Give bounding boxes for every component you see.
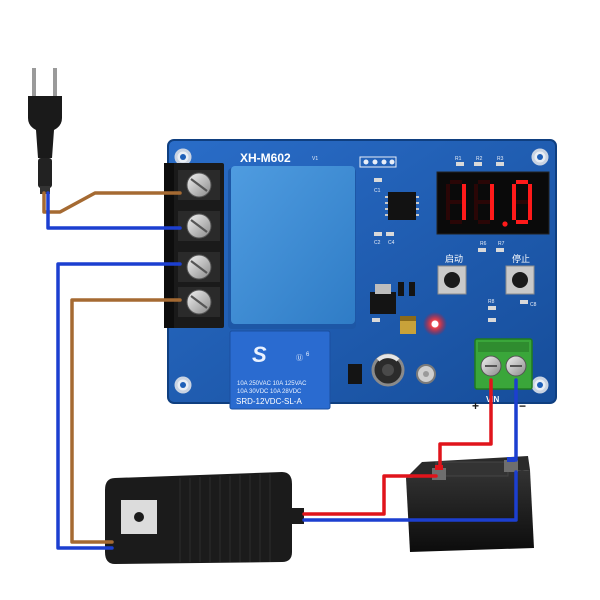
label-c2: C2 [374,240,381,246]
battery-negative-terminal [504,457,518,472]
display-digit-1-segment-g [450,200,462,204]
display-digit-1-segment-c [462,202,466,220]
display-digit-2-segment-d [478,220,490,224]
electrolytic-capacitor-large [371,353,405,387]
terminal-plus-label: + [472,399,479,413]
wire-brown-adapter [70,298,182,544]
wire-blue-adapter-out [302,470,518,522]
display-digit-3-segment-e [512,202,516,220]
screw-terminal-block [164,163,224,328]
terminal-minus-label: − [519,399,526,413]
wire-blue-plug [46,191,182,230]
display-digit-1-segment-f [446,184,450,202]
terminal-screw-1 [178,170,220,200]
wires [42,191,518,550]
display-digit-3-segment-c [528,202,532,220]
ic-chip [385,192,419,220]
wire-red-adapter [302,474,438,516]
wire-blue-adapter [56,262,182,550]
pcb-board: XH-M602 V1 R1 R2 R3 [164,139,557,410]
label-r3: R3 [497,156,504,162]
svg-text:Ⓤ: Ⓤ [296,354,303,362]
smd-components [372,162,528,322]
relay: S 10A 250VAC 10A 125VAC 10A 30VDC 10A 28… [229,330,331,410]
display-digit-2-segment-g [478,200,490,204]
terminal-screw-4 [178,287,220,317]
battery-icon [406,456,534,552]
label-r6: R6 [480,241,487,247]
display-digit-1-segment-e [446,202,450,220]
start-button[interactable] [437,265,467,295]
display-digit-1-segment-a [450,180,462,184]
display-digit-3-segment-b [528,184,532,202]
relay-rating-line2: 10A 30VDC 10A 28VDC [237,389,302,395]
display-digit-3-segment-g [516,200,528,204]
label-r2: R2 [476,156,483,162]
terminal-vin-label: VIN [486,395,500,404]
label-r7: R7 [498,241,505,247]
label-c4: C4 [388,240,395,246]
relay-model: SRD-12VDC-SL-A [236,397,302,406]
wire-brown-plug [42,191,182,214]
board-model-label: XH-M602 [240,151,291,165]
input-terminal [474,338,533,390]
stop-button[interactable] [505,265,535,295]
relay-brand-logo: S [252,342,267,367]
display-digit-2-segment-b [490,184,494,202]
decimal-point [502,221,508,227]
label-c1: C1 [374,188,381,194]
status-led [423,312,447,336]
label-r1: R1 [455,156,462,162]
display-digit-3-segment-a [516,180,528,184]
display-digit-2-segment-f [474,184,478,202]
terminal-screw-2 [178,211,220,241]
transistor [348,364,362,384]
wire-red-board [438,378,493,470]
svg-text:6: 6 [306,352,310,358]
label-c8: C8 [530,302,537,308]
adapter-icon [105,472,304,564]
display-digit-3-segment-f [512,184,516,202]
transformer [228,166,356,329]
stop-button-label: 停止 [512,253,530,264]
seven-segment-display [436,171,550,235]
display-digit-3-segment-d [516,220,528,224]
display-digits [446,180,532,224]
start-button-label: 启动 [445,253,463,264]
label-r8: R8 [488,299,495,305]
board-version-label: V1 [312,156,318,162]
display-digit-1-segment-d [450,220,462,224]
display-digit-2-segment-c [490,202,494,220]
electrolytic-capacitor-small [416,364,436,384]
display-digit-1-segment-b [462,184,466,202]
ac-plug-icon [28,68,62,194]
relay-rating-line1: 10A 250VAC 10A 125VAC [237,381,307,387]
smd-capacitor [400,316,416,334]
display-digit-2-segment-a [478,180,490,184]
terminal-screw-3 [178,252,220,282]
header-pins [359,156,397,168]
display-digit-2-segment-e [474,202,478,220]
voltage-regulator [370,282,415,314]
